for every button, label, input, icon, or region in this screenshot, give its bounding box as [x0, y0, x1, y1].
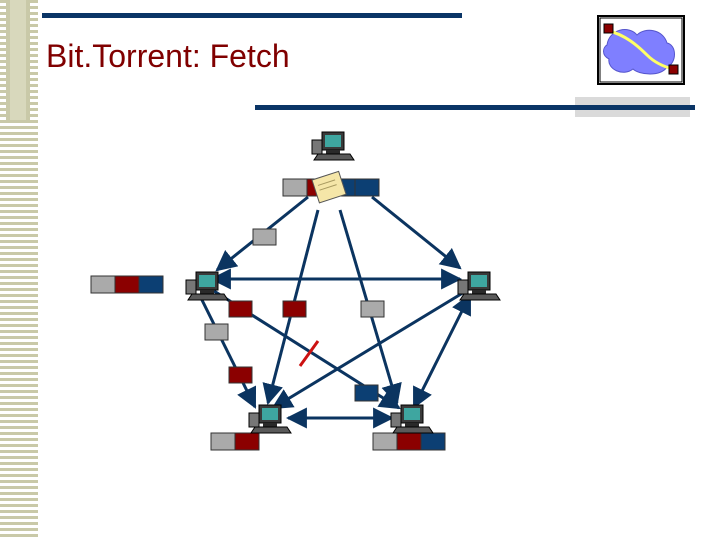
- peer-left-piece-bar: [90, 275, 164, 294]
- transit-piece-red: [282, 300, 307, 318]
- transit-piece-red: [228, 300, 253, 318]
- arrow-peer-left-peer-bottom-left: [198, 295, 257, 409]
- peer-bottom-left-piece-bar: [210, 432, 260, 451]
- transit-piece-red: [228, 366, 253, 384]
- peer-bottom-right-piece-bar: [372, 432, 446, 451]
- peer-left-computer-icon: [185, 271, 229, 301]
- peer-bottom-right-computer-icon: [390, 404, 434, 434]
- title-rule-bottom: [255, 105, 695, 110]
- peer-bottom-left-computer-icon: [248, 404, 292, 434]
- pieces-in-transit: [204, 228, 385, 402]
- peer-right-computer-icon: [457, 271, 501, 301]
- title-rule-top: [42, 13, 462, 18]
- slide-title: Bit.Torrent: Fetch: [46, 38, 290, 74]
- transit-piece-gray: [252, 228, 277, 246]
- torrent-file-icon: [311, 170, 347, 204]
- seed-computer-icon: [311, 131, 355, 161]
- transit-piece-gray: [204, 323, 229, 341]
- arrow-peer-right-peer-bottom-right: [412, 293, 472, 409]
- arrow-seed-peer-right: [371, 195, 462, 270]
- transit-piece-gray: [360, 300, 385, 318]
- blocked-transfer-mark: [298, 340, 320, 367]
- transit-piece-blue: [354, 384, 379, 402]
- network-logo-icon: [597, 15, 685, 85]
- left-decorative-stripe: [0, 0, 38, 540]
